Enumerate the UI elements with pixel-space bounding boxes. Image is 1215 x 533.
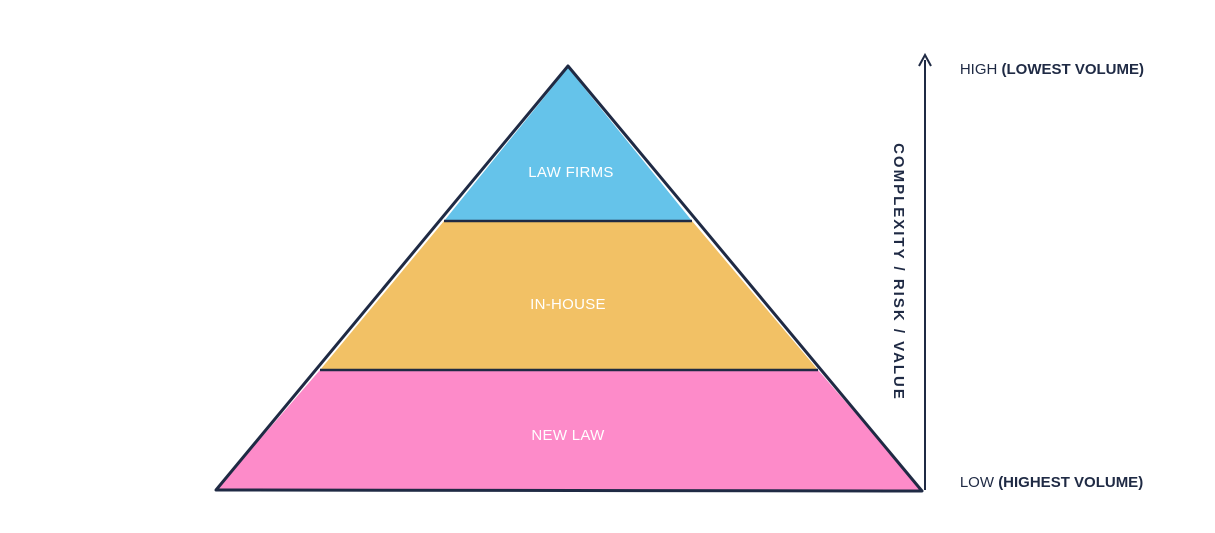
axis-high-label: HIGH (LOWEST VOLUME): [939, 61, 1157, 78]
tier-label-law-firms: LAW FIRMS: [528, 164, 613, 181]
tier-in-house: [320, 221, 818, 370]
tier-law-firms: [444, 68, 692, 221]
axis-low-prefix: LOW: [960, 474, 998, 491]
tier-label-in-house: IN-HOUSE: [530, 296, 606, 313]
axis-high-detail: (LOWEST VOLUME): [1002, 61, 1145, 78]
axis-title: COMPLEXITY / RISK / VALUE: [890, 143, 907, 401]
tier-label-new-law: NEW LAW: [531, 427, 605, 444]
pyramid-outline: [214, 64, 924, 493]
axis-low-detail: (HIGHEST VOLUME): [998, 474, 1143, 491]
axis-high-prefix: HIGH: [960, 61, 1002, 78]
axis-low-label: LOW (HIGHEST VOLUME): [939, 474, 1156, 491]
arrow-up-icon: [918, 52, 932, 67]
tier-new-law: [216, 370, 922, 490]
